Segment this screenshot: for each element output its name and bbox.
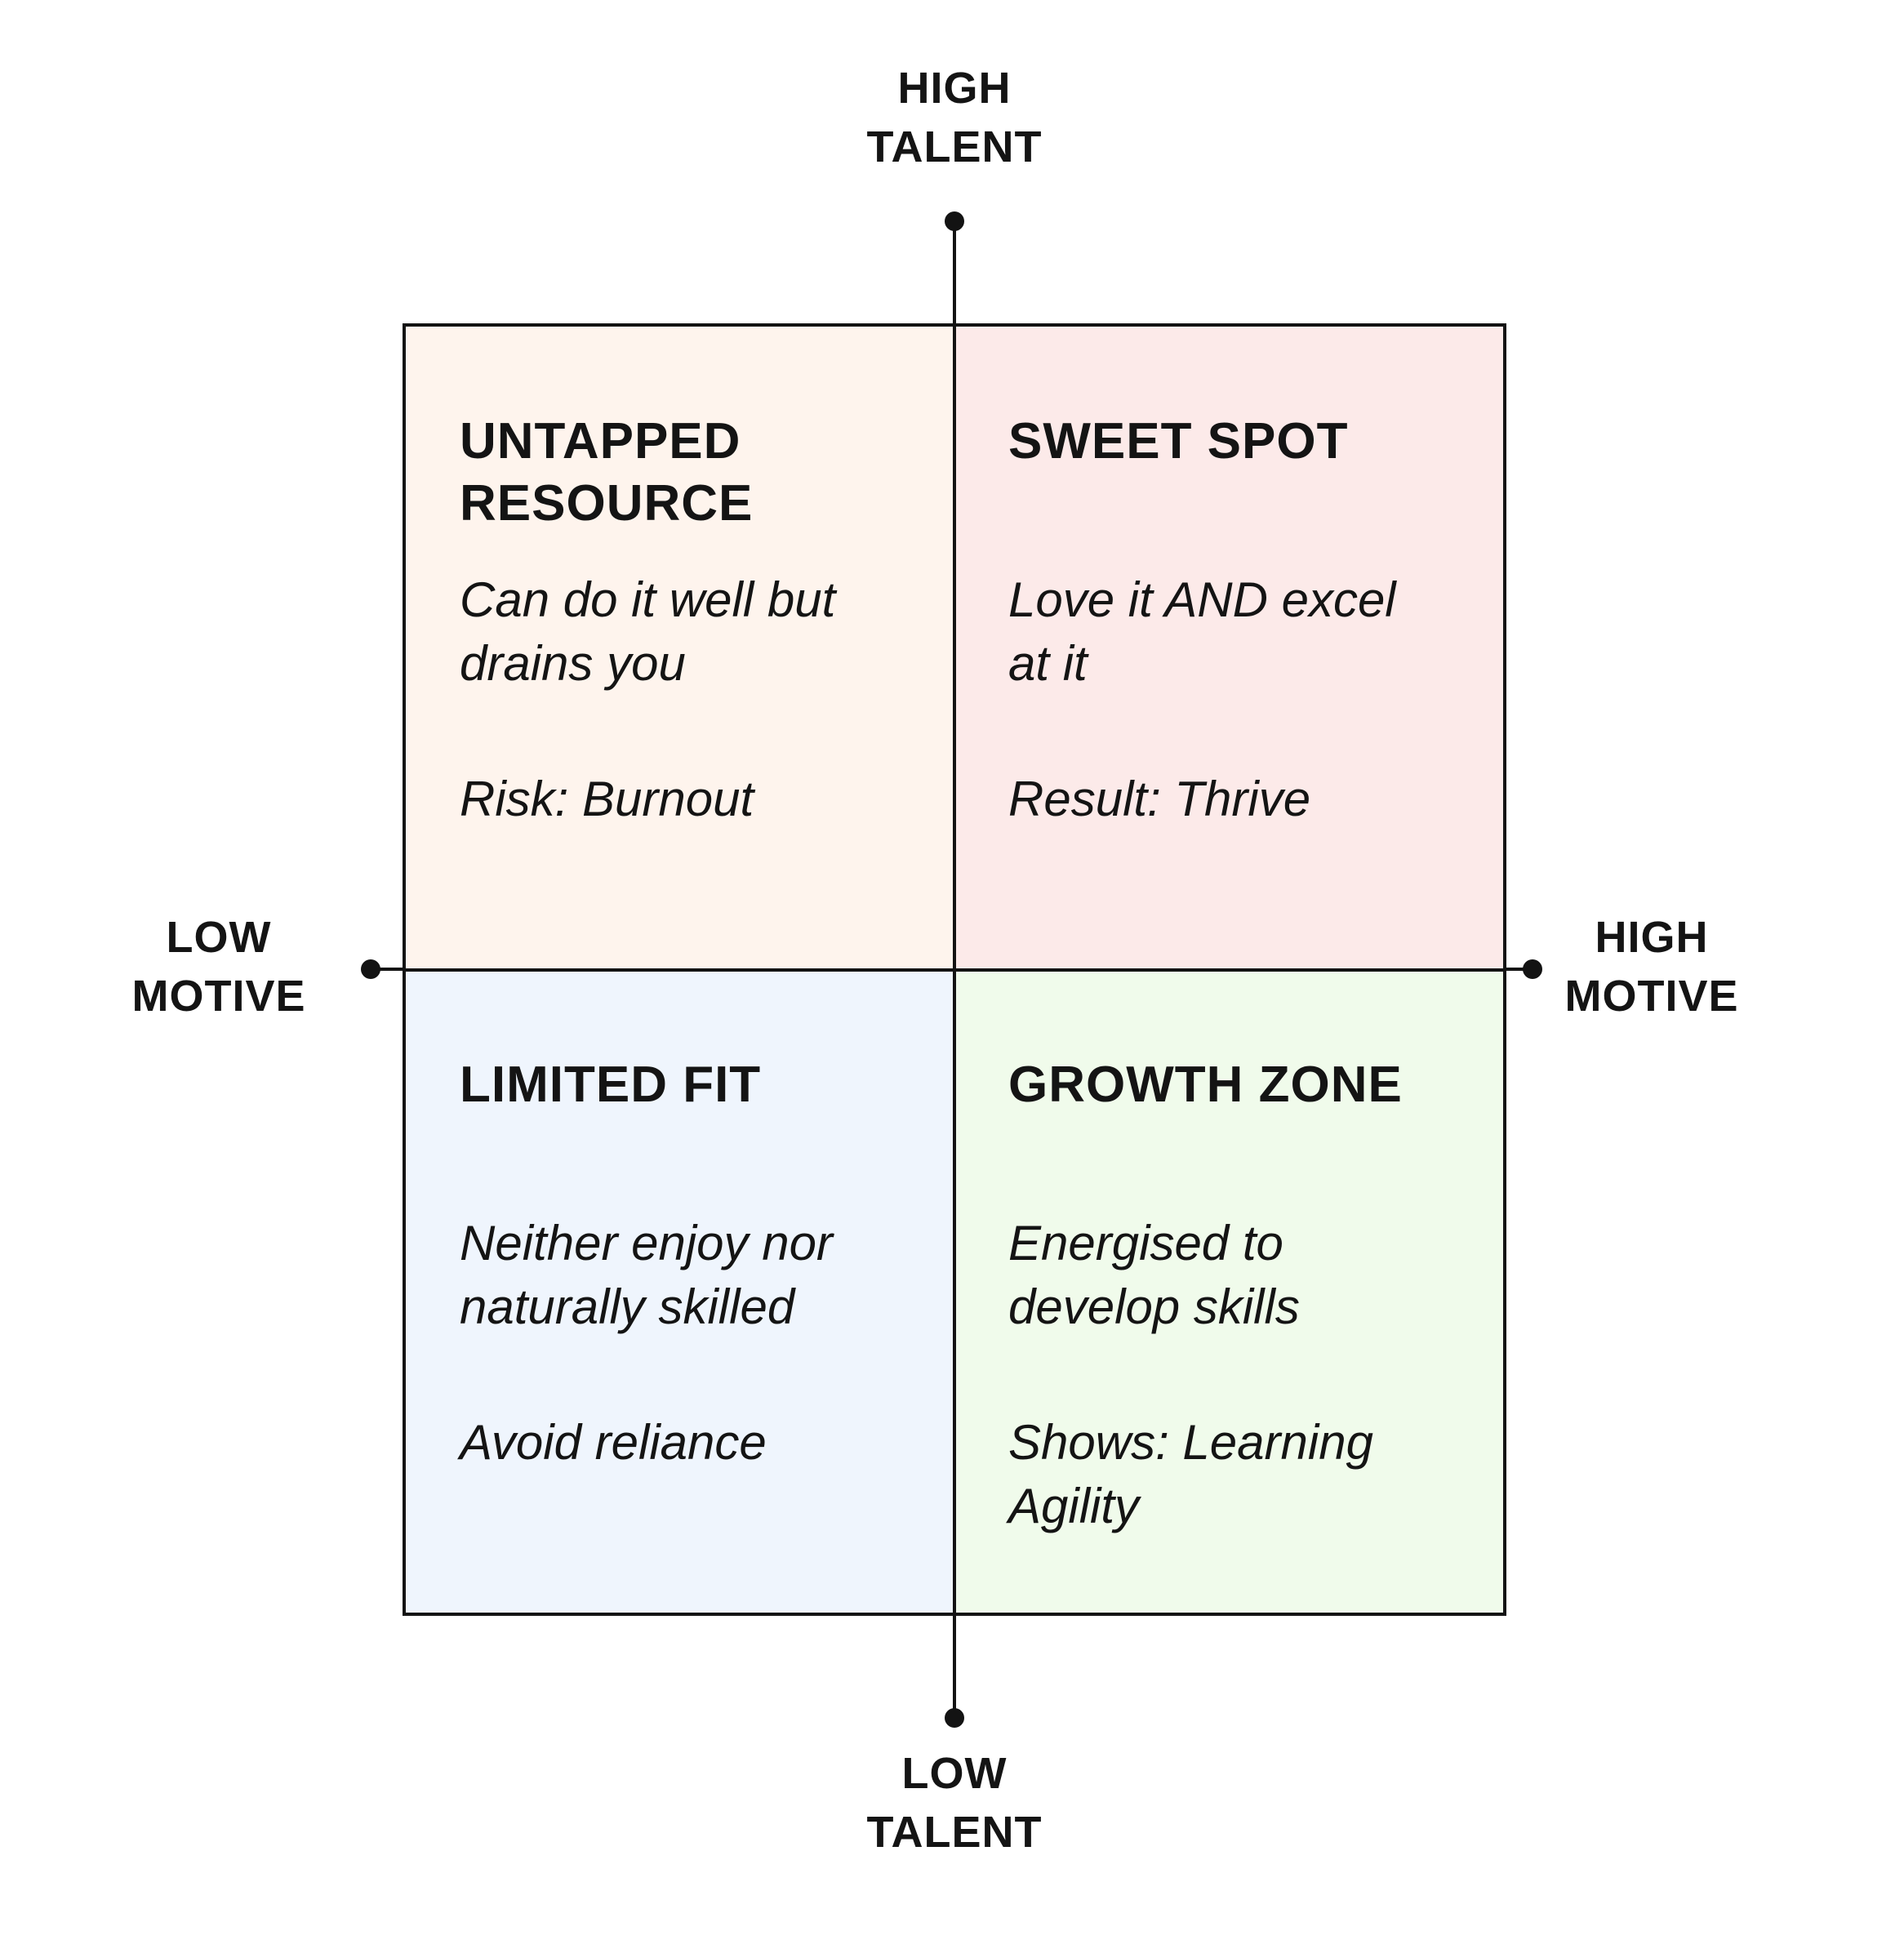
quadrant-tag: Result: Thrive: [1008, 772, 1311, 826]
quadrant-description: Can do it well but drains you: [460, 572, 836, 691]
axis-label-line: MOTIVE: [1564, 972, 1739, 1021]
axis-label-line: TALENT: [866, 1808, 1043, 1857]
axis-label-line: HIGH: [897, 64, 1012, 113]
quadrant-matrix: UNTAPPED RESOURCE Can do it well but dra…: [403, 323, 1506, 1616]
axis-stem-bottom: [953, 1616, 956, 1717]
quadrant-limited-fit: LIMITED FIT Neither enjoy nor naturally …: [406, 969, 954, 1613]
axis-label-line: LOW: [901, 1749, 1008, 1798]
axis-label-line: MOTIVE: [131, 972, 306, 1021]
quadrant-sweet-spot: SWEET SPOT Love it AND excel at it Resul…: [954, 327, 1503, 970]
axis-label-low-talent: LOW TALENT: [750, 1744, 1159, 1862]
quadrant-title: UNTAPPED RESOURCE: [460, 413, 754, 532]
quadrant-title: GROWTH ZONE: [1008, 1056, 1403, 1113]
axis-label-high-talent: HIGH TALENT: [750, 59, 1159, 176]
axis-stem-left: [371, 968, 403, 971]
axis-label-line: TALENT: [866, 122, 1043, 171]
quadrant-untapped-resource: UNTAPPED RESOURCE Can do it well but dra…: [406, 327, 954, 970]
quadrant-growth-zone: GROWTH ZONE Energised to develop skills …: [954, 969, 1503, 1613]
quadrant-tag: Risk: Burnout: [460, 772, 754, 826]
quadrant-tag: Shows: Learning Agility: [1008, 1414, 1373, 1533]
axis-label-high-motive: HIGH MOTIVE: [1480, 908, 1823, 1026]
axis-label-line: HIGH: [1595, 913, 1709, 962]
axis-label-line: LOW: [166, 913, 272, 962]
quadrant-title: SWEET SPOT: [1008, 413, 1349, 469]
quadrant-description: Love it AND excel at it: [1008, 572, 1396, 691]
matrix-divider-horizontal: [406, 968, 1503, 972]
quadrant-description: Energised to develop skills: [1008, 1215, 1300, 1334]
axis-stem-top: [953, 222, 956, 323]
quadrant-tag: Avoid reliance: [460, 1414, 767, 1470]
quadrant-description: Neither enjoy nor naturally skilled: [460, 1215, 833, 1334]
axis-stem-right: [1506, 968, 1533, 971]
axis-label-low-motive: LOW MOTIVE: [47, 908, 390, 1026]
quadrant-title: LIMITED FIT: [460, 1056, 762, 1113]
